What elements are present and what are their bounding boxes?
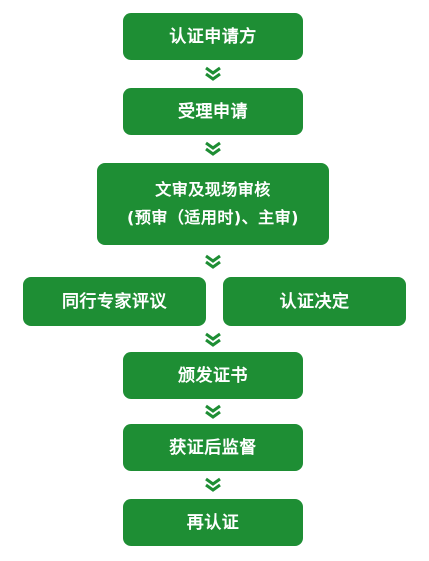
step-recertification-box: 再认证 <box>123 499 303 546</box>
double-chevron-down-icon <box>203 254 223 270</box>
step-post-certification-surveillance-label: 获证后监督 <box>169 437 257 458</box>
step-document-audit-label-line1: 文审及现场审核 <box>155 180 271 199</box>
step-issue-certificate-label: 颁发证书 <box>178 365 248 386</box>
step-certification-decision-box: 认证决定 <box>223 277 406 326</box>
step-peer-review-box: 同行专家评议 <box>23 277 206 326</box>
double-chevron-down-icon <box>203 141 223 157</box>
step-peer-review-label: 同行专家评议 <box>62 291 167 312</box>
step-accept-application-label: 受理申请 <box>178 101 248 122</box>
step-document-and-onsite-audit-box: 文审及现场审核 (预审（适用时)、主审) <box>97 163 329 245</box>
step-accept-application-box: 受理申请 <box>123 88 303 135</box>
double-chevron-down-icon <box>203 404 223 420</box>
double-chevron-down-icon <box>203 332 223 348</box>
step-post-certification-surveillance-box: 获证后监督 <box>123 424 303 471</box>
step-certification-decision-label: 认证决定 <box>279 291 350 312</box>
step-document-audit-label-line2: (预审（适用时)、主审) <box>127 208 299 227</box>
step-recertification-label: 再认证 <box>186 512 240 533</box>
double-chevron-down-icon <box>203 66 223 82</box>
step-applicant-box: 认证申请方 <box>123 13 303 60</box>
step-applicant-label: 认证申请方 <box>169 26 257 47</box>
double-chevron-down-icon <box>203 477 223 493</box>
step-issue-certificate-box: 颁发证书 <box>123 352 303 399</box>
